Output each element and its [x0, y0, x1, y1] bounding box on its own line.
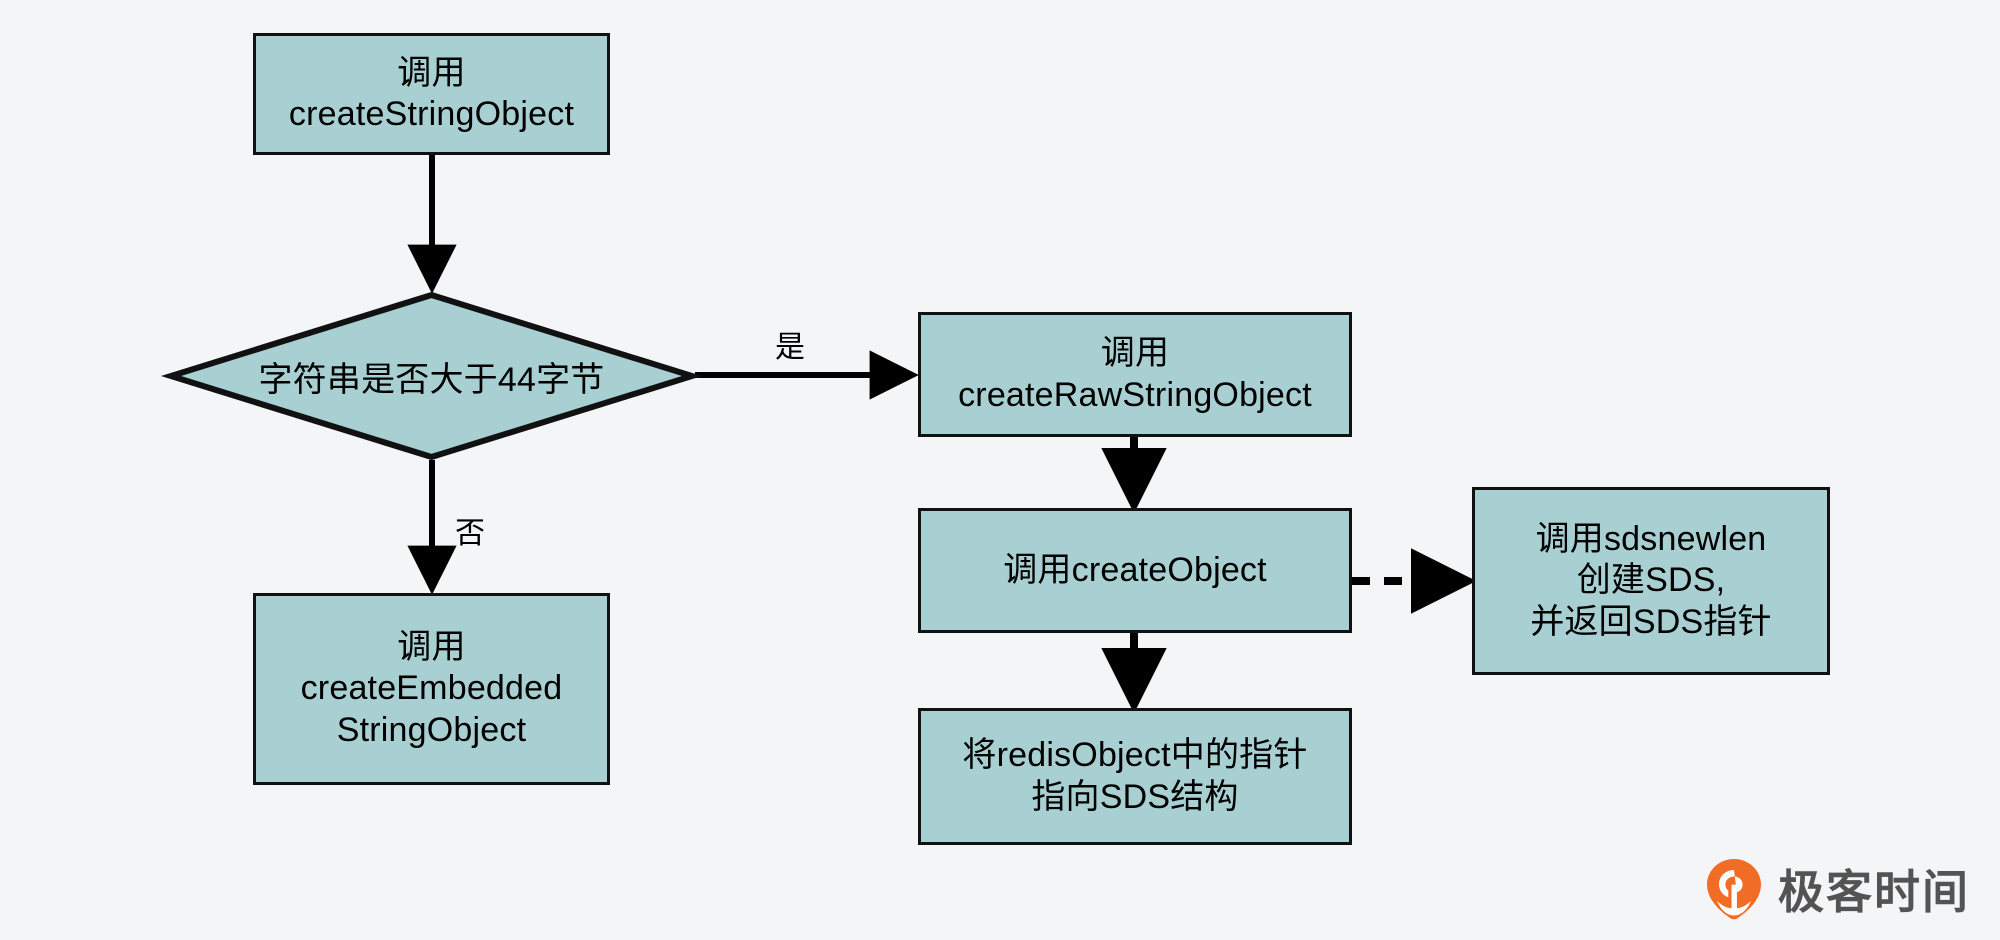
- node-length-decision[interactable]: 字符串是否大于44字节: [160, 291, 703, 461]
- watermark: 极客时间: [1704, 856, 1970, 922]
- node-create-string-object[interactable]: 调用 createStringObject: [253, 33, 610, 155]
- node-create-embedded-string-object[interactable]: 调用 createEmbedded StringObject: [253, 593, 610, 785]
- diamond-shape: [160, 291, 703, 461]
- edge-label-no: 否: [455, 517, 485, 550]
- edge-label-yes: 是: [775, 331, 805, 364]
- node-create-object[interactable]: 调用createObject: [918, 508, 1352, 633]
- node-create-raw-string-object[interactable]: 调用 createRawStringObject: [918, 312, 1352, 437]
- watermark-text: 极客时间: [1778, 865, 1970, 919]
- node-point-to-sds[interactable]: 将redisObject中的指针 指向SDS结构: [918, 708, 1352, 845]
- geektime-logo-icon: [1707, 859, 1761, 920]
- node-sdsnewlen[interactable]: 调用sdsnewlen 创建SDS, 并返回SDS指针: [1472, 487, 1830, 675]
